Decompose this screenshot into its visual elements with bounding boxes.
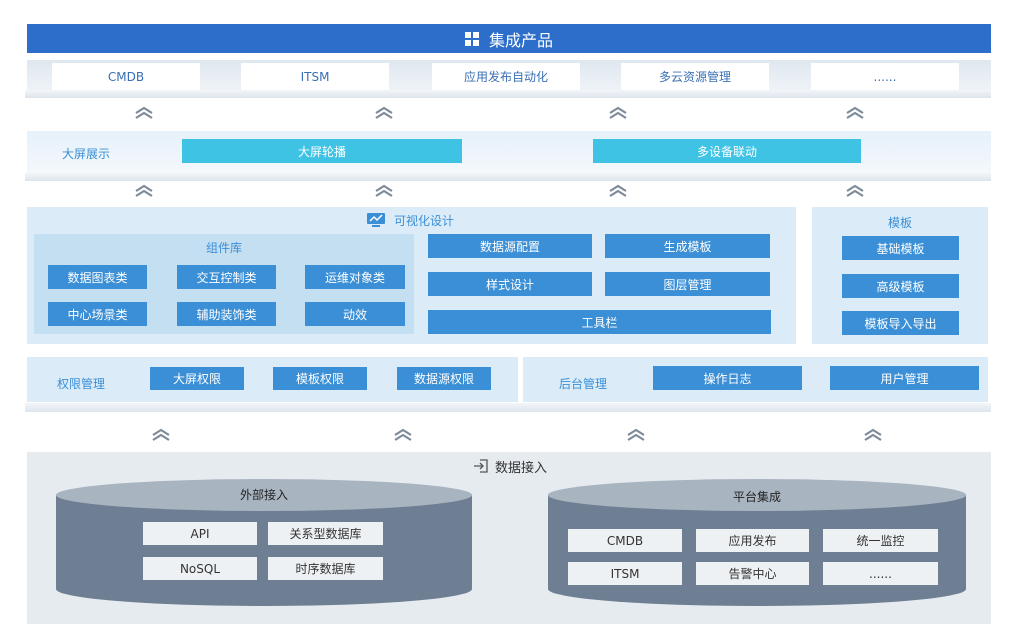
component-data-chart[interactable]: 数据图表类 xyxy=(48,265,147,289)
component-animation[interactable]: 动效 xyxy=(305,302,405,326)
layer-management-button[interactable]: 图层管理 xyxy=(605,272,770,296)
platform-integration-title: 平台集成 xyxy=(732,489,781,504)
component-ops-object[interactable]: 运维对象类 xyxy=(305,265,405,289)
operation-log-button[interactable]: 操作日志 xyxy=(653,366,802,390)
data-access-title: 数据接入 xyxy=(420,456,600,476)
chevron-up-icon xyxy=(394,428,412,441)
cmdb-item[interactable]: CMDB xyxy=(568,529,682,552)
product-more[interactable]: ...... xyxy=(811,63,959,90)
basic-template-button[interactable]: 基础模板 xyxy=(842,236,959,260)
component-center-scene[interactable]: 中心场景类 xyxy=(48,302,147,326)
header-title: 集成产品 xyxy=(488,30,553,50)
component-interaction-control[interactable]: 交互控制类 xyxy=(177,265,276,289)
product-app-release[interactable]: 应用发布自动化 xyxy=(432,63,580,90)
template-import-export-button[interactable]: 模板导入导出 xyxy=(842,311,959,335)
component-library-title: 组件库 xyxy=(205,240,242,255)
component-auxiliary-decoration[interactable]: 辅助装饰类 xyxy=(177,302,276,326)
divider-band xyxy=(25,173,991,181)
display-label: 大屏展示 xyxy=(62,147,111,161)
product-cmdb[interactable]: CMDB xyxy=(52,63,200,90)
timeseries-db-item[interactable]: 时序数据库 xyxy=(268,557,383,580)
chevron-up-icon xyxy=(846,106,864,119)
permission-label: 权限管理 xyxy=(57,377,106,391)
chevron-up-icon xyxy=(864,428,882,441)
alarm-center-item[interactable]: 告警中心 xyxy=(696,562,809,585)
visual-design-title-text: 可视化设计 xyxy=(393,213,454,228)
external-access-title: 外部接入 xyxy=(239,487,288,502)
datasource-config-button[interactable]: 数据源配置 xyxy=(428,234,592,258)
chevron-up-icon xyxy=(846,184,864,197)
user-management-button[interactable]: 用户管理 xyxy=(830,366,979,390)
datasource-permission-button[interactable]: 数据源权限 xyxy=(397,367,491,390)
multi-device-linkage[interactable]: 多设备联动 xyxy=(593,139,861,163)
chevron-up-icon xyxy=(609,106,627,119)
template-permission-button[interactable]: 模板权限 xyxy=(273,367,367,390)
big-screen-carousel[interactable]: 大屏轮播 xyxy=(182,139,462,163)
relational-db-item[interactable]: 关系型数据库 xyxy=(268,522,383,545)
backend-label: 后台管理 xyxy=(559,377,608,391)
itsm-item[interactable]: ITSM xyxy=(568,562,682,585)
visual-design-title: 可视化设计 xyxy=(300,210,520,230)
nosql-item[interactable]: NoSQL xyxy=(143,557,257,580)
divider-band xyxy=(25,90,991,98)
toolbar-button[interactable]: 工具栏 xyxy=(428,310,771,334)
app-release-item[interactable]: 应用发布 xyxy=(696,529,809,552)
integrated-products-header: 集成产品 xyxy=(27,24,991,53)
product-itsm[interactable]: ITSM xyxy=(241,63,389,90)
style-design-button[interactable]: 样式设计 xyxy=(428,272,592,296)
advanced-template-button[interactable]: 高级模板 xyxy=(842,274,959,298)
data-access-title-text: 数据接入 xyxy=(494,460,547,476)
login-icon xyxy=(473,459,488,473)
grid-icon xyxy=(464,31,479,46)
chevron-up-icon xyxy=(375,184,393,197)
chevron-up-icon xyxy=(152,428,170,441)
chevron-up-icon xyxy=(609,184,627,197)
chevron-up-icon xyxy=(375,106,393,119)
unified-monitoring-item[interactable]: 统一监控 xyxy=(823,529,938,552)
screen-permission-button[interactable]: 大屏权限 xyxy=(150,367,244,390)
more-item[interactable]: ...... xyxy=(823,562,938,585)
template-title: 模板 xyxy=(887,215,912,230)
chevron-up-icon xyxy=(135,106,153,119)
generate-template-button[interactable]: 生成模板 xyxy=(605,234,770,258)
chevron-up-icon xyxy=(135,184,153,197)
monitor-chart-icon xyxy=(366,213,385,227)
chevron-up-icon xyxy=(627,428,645,441)
product-multicloud[interactable]: 多云资源管理 xyxy=(621,63,769,90)
divider-band xyxy=(25,403,991,412)
api-item[interactable]: API xyxy=(143,522,257,545)
